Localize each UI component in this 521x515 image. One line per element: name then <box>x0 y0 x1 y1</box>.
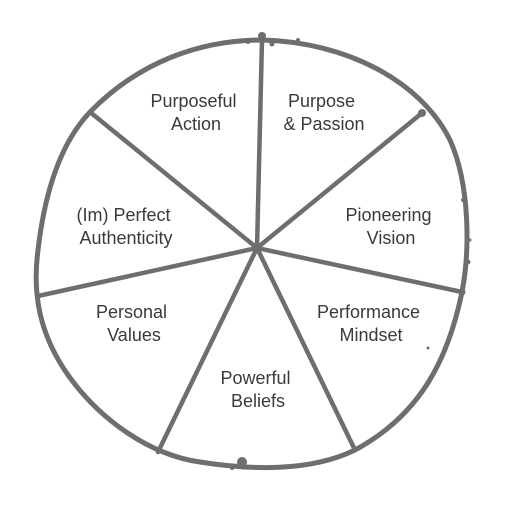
label-im-perfect-authenticity: (Im) Perfect Authenticity <box>76 205 175 248</box>
label-purposeful-action-line-1: Purposeful <box>150 91 236 111</box>
ink-specks <box>230 32 472 470</box>
label-pioneering-vision-line-2: Vision <box>367 228 416 248</box>
spoke-right <box>254 245 465 295</box>
label-purpose-passion-line-2: & Passion <box>283 114 364 134</box>
label-purposeful-action: Purposeful Action <box>150 91 241 134</box>
spoke-upper-left <box>87 109 260 251</box>
label-im-perfect-authenticity-line-1: (Im) Perfect <box>76 205 170 225</box>
speck <box>426 346 430 350</box>
speck <box>468 238 472 242</box>
label-personal-values-line-1: Personal <box>96 302 167 322</box>
speck <box>296 38 300 42</box>
label-pioneering-vision: Pioneering Vision <box>345 205 436 248</box>
label-purposeful-action-line-2: Action <box>171 114 221 134</box>
label-personal-values: Personal Values <box>96 302 172 345</box>
spoke-lower-right <box>254 245 358 453</box>
label-powerful-beliefs-line-1: Powerful <box>220 368 290 388</box>
label-performance-mindset-line-1: Performance <box>317 302 420 322</box>
speck <box>237 457 247 467</box>
segment-labels: Purposeful Action Purpose & Passion Pion… <box>76 91 436 411</box>
label-im-perfect-authenticity-line-2: Authenticity <box>79 228 172 248</box>
spoke-left <box>35 245 260 299</box>
spoke-lower-left <box>155 245 260 455</box>
speck <box>246 40 250 44</box>
label-pioneering-vision-line-1: Pioneering <box>345 205 431 225</box>
label-performance-mindset: Performance Mindset <box>317 302 425 345</box>
wheel-spokes <box>35 37 465 455</box>
label-personal-values-line-2: Values <box>107 325 161 345</box>
speck <box>461 198 465 202</box>
speck <box>230 466 234 470</box>
speck <box>465 259 471 265</box>
speck <box>258 32 266 40</box>
speck <box>434 366 438 370</box>
label-performance-mindset-line-2: Mindset <box>339 325 402 345</box>
wheel-outline <box>33 37 470 471</box>
speck <box>458 288 466 296</box>
label-powerful-beliefs: Powerful Beliefs <box>220 368 295 411</box>
speck <box>254 245 260 251</box>
spoke-top <box>254 37 265 251</box>
label-powerful-beliefs-line-2: Beliefs <box>231 391 285 411</box>
label-purpose-passion: Purpose & Passion <box>283 91 364 134</box>
speck <box>269 41 275 47</box>
spoke-upper-right <box>254 110 425 251</box>
label-purpose-passion-line-1: Purpose <box>288 91 355 111</box>
speck <box>418 109 426 117</box>
